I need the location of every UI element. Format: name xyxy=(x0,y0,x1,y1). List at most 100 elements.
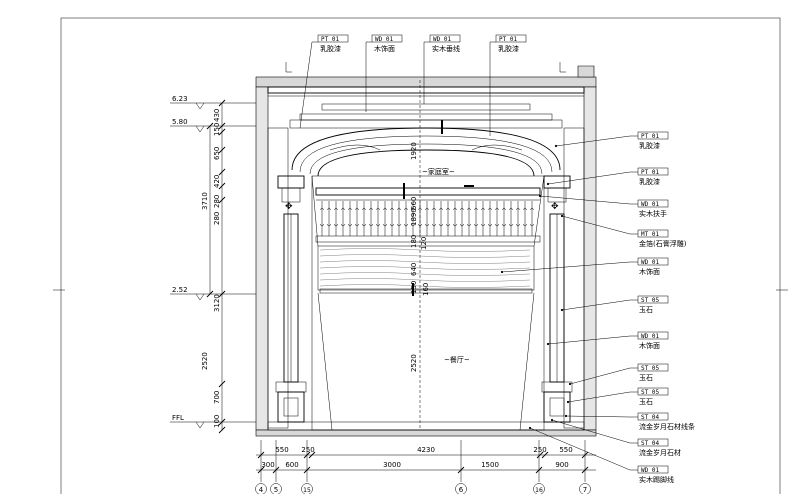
balcony-base xyxy=(315,235,541,243)
right-tag-11-label: 流金岁月石材 xyxy=(639,448,681,457)
sheet-border xyxy=(60,17,781,494)
baluster xyxy=(333,201,339,236)
baluster xyxy=(431,201,437,236)
grid-axis-6: 7 xyxy=(579,440,591,494)
top-tag-1-code: PT 01 xyxy=(321,36,339,43)
center-dim-5: 120 xyxy=(420,237,428,250)
break-mark-right xyxy=(559,62,566,73)
arch-ornament-left xyxy=(329,144,381,151)
baluster xyxy=(487,201,493,236)
left-outer-panel xyxy=(267,127,289,429)
cornice-band-2 xyxy=(321,103,531,111)
baluster xyxy=(473,201,479,236)
top-tag-3: WD 01 实木垂线 xyxy=(423,34,461,104)
left-dim-outer-1: 3710 xyxy=(201,192,209,210)
baluster xyxy=(445,201,451,236)
right-tag-8-label: 玉石 xyxy=(639,374,653,382)
arch-ornament-right xyxy=(471,144,523,151)
baluster xyxy=(529,201,535,236)
bottom-dim-1-2: 250 xyxy=(301,446,314,454)
left-dim-tick xyxy=(218,418,226,426)
bottom-dim-tick xyxy=(536,451,544,459)
bottom-dim-tick xyxy=(541,451,549,459)
baluster xyxy=(452,201,458,236)
wood-panel xyxy=(317,245,535,291)
level-2-value: 5.80 xyxy=(172,118,188,126)
left-dim-tick xyxy=(218,128,226,136)
bottom-dim-1-3: 4230 xyxy=(417,446,435,454)
panel-bottom-trim xyxy=(319,288,533,294)
top-tag-2-code: WD 01 xyxy=(375,36,393,43)
grid-axis-3-label: 15 xyxy=(303,487,311,494)
center-dim-2: 560 xyxy=(410,197,418,210)
baluster xyxy=(361,201,367,236)
right-tag-6-code: ST 05 xyxy=(641,297,659,304)
arch-band-1 xyxy=(299,135,553,173)
grain-line xyxy=(319,266,531,270)
right-tag-9-code: ST 05 xyxy=(641,389,659,396)
baluster xyxy=(438,201,444,236)
bottom-dim-2-4: 1500 xyxy=(481,461,499,469)
opening-frame xyxy=(311,175,545,431)
cornice-band-1 xyxy=(267,86,585,94)
right-tag-5-label: 木饰面 xyxy=(639,267,660,276)
baluster xyxy=(508,201,514,236)
left-dim-tick xyxy=(218,99,226,107)
right-tag-8: ST 05 玉石 xyxy=(568,363,669,386)
baluster xyxy=(501,201,507,236)
break-mark-left xyxy=(285,62,292,73)
left-dim-2: 150 xyxy=(213,123,221,136)
left-dim-8: 2520 xyxy=(201,352,209,370)
right-tag-7-code: WD 01 xyxy=(641,333,659,340)
left-column-capital xyxy=(277,175,305,189)
left-dim-tick-outer xyxy=(206,122,214,130)
arch-band-2 xyxy=(309,143,543,175)
ceiling-cap-right xyxy=(577,65,595,78)
grid-axis-3: 15 xyxy=(301,440,313,494)
baluster xyxy=(410,201,416,236)
grid-axis-5-label: 16 xyxy=(535,487,543,494)
bottom-dim-tick xyxy=(308,451,316,459)
top-tag-4-code: PT 01 xyxy=(499,36,517,43)
grid-axis-1-label: 4 xyxy=(259,486,264,494)
right-tag-1-code: PT 01 xyxy=(641,133,659,140)
left-dim-5: 280 xyxy=(213,195,221,208)
left-plinth-panel xyxy=(283,397,299,417)
right-tag-12-label: 实木踢脚线 xyxy=(639,475,674,484)
right-tag-8-code: ST 05 xyxy=(641,365,659,372)
level-marker-3: 2.52 xyxy=(170,286,256,301)
left-column-plinth xyxy=(277,391,305,423)
baluster xyxy=(354,201,360,236)
left-dim-1: 430 xyxy=(213,109,221,122)
top-tag-2: WD 01 木饰面 xyxy=(365,34,403,112)
grid-axis-2-label: 5 xyxy=(274,486,278,494)
baseboard xyxy=(267,421,585,431)
right-tag-11-code: ST 04 xyxy=(641,440,659,447)
right-tag-6-label: 玉石 xyxy=(639,306,653,314)
center-dim-4: 180 xyxy=(410,235,418,248)
right-tag-3-code: WD 01 xyxy=(641,201,659,208)
handrail xyxy=(315,187,541,196)
baluster xyxy=(459,201,465,236)
level-1-value: 6.23 xyxy=(172,95,188,103)
right-tag-7-label: 木饰面 xyxy=(639,341,660,350)
grid-axis-5: 16 xyxy=(533,440,545,494)
top-tag-1: PT 01 乳胶漆 xyxy=(299,34,349,129)
baluster xyxy=(319,201,325,236)
level-4-value: FFL xyxy=(172,414,184,422)
baluster xyxy=(347,201,353,236)
left-dim-3: 650 xyxy=(213,147,221,160)
left-dim-tick xyxy=(218,380,226,388)
top-tag-1-label: 乳胶漆 xyxy=(320,44,341,53)
baluster xyxy=(494,201,500,236)
center-dim-8: 160 xyxy=(422,283,430,296)
grain-line xyxy=(319,272,531,276)
grid-axis-4-label: 6 xyxy=(459,486,464,494)
top-tag-4-label: 乳胶漆 xyxy=(498,44,519,53)
baluster xyxy=(382,201,388,236)
perspective-upper-right xyxy=(533,175,545,247)
baluster xyxy=(340,201,346,236)
bottom-dim-2-2: 600 xyxy=(285,461,298,469)
baluster xyxy=(403,201,409,236)
